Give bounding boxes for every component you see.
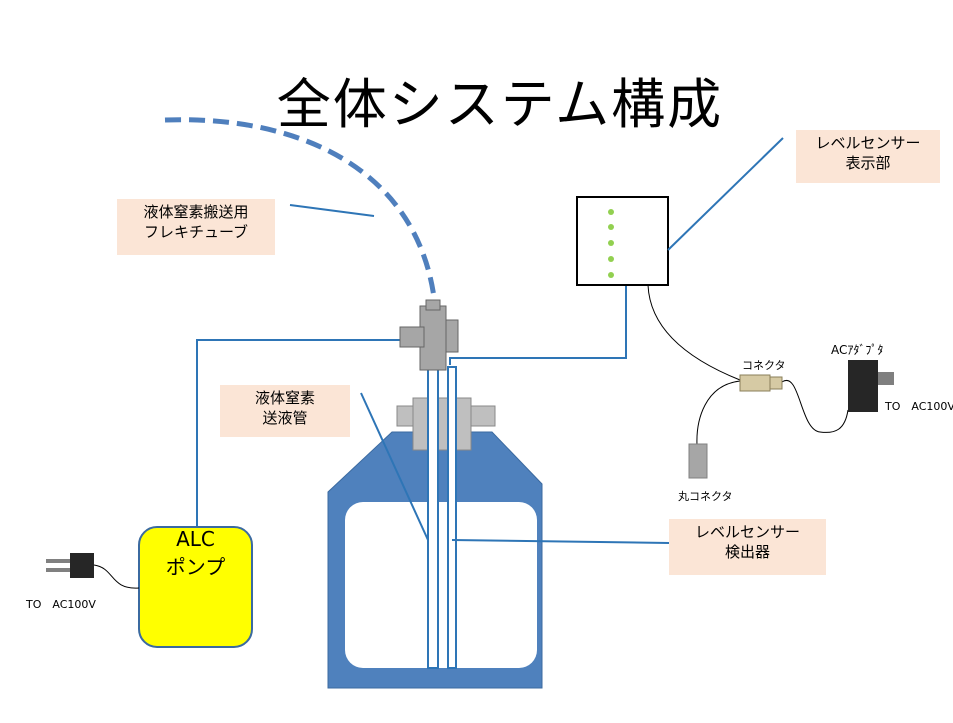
callout-level-display-line1: レベルセンサー — [815, 134, 921, 152]
leader-ln2-pipe — [360, 392, 429, 541]
sensor-line — [449, 285, 627, 365]
callout-level-display: レベルセンサー 表示部 — [796, 130, 940, 183]
alc-pump-body — [138, 526, 253, 648]
level-display-box — [576, 196, 669, 286]
callout-level-display-line2: 表示部 — [845, 154, 891, 172]
callout-flexible-tube-line2: フレキチューブ — [143, 223, 249, 241]
adapter-cable — [781, 379, 849, 433]
dewar-interior — [345, 502, 537, 668]
callout-ln2-pipe: 液体窒素 送液管 — [220, 385, 350, 437]
display-cable — [647, 284, 741, 381]
alc-pump-label-line2: ポンプ — [165, 555, 226, 579]
to-ac-right-label: TO AC100V — [885, 400, 953, 413]
level-sensor-probe — [447, 366, 457, 669]
alc-pump-label: ALC ポンプ — [139, 525, 252, 581]
to-ac-left-label: TO AC100V — [26, 598, 96, 611]
ln2-feed-pipe — [427, 361, 439, 669]
dewar-neck — [412, 397, 472, 451]
callout-ln2-pipe-line1: 液体窒素 — [254, 389, 315, 407]
callout-level-detector-line2: 検出器 — [724, 543, 770, 561]
callout-flexible-tube-line1: 液体窒素搬送用 — [143, 203, 249, 221]
connector-label: コネクタ — [742, 359, 786, 372]
callout-ln2-pipe-line2: 送液管 — [262, 409, 308, 427]
left-plug-body — [70, 553, 94, 578]
round-connector-label: 丸コネクタ — [678, 490, 733, 503]
round-connector-cable — [696, 380, 741, 446]
pump-line — [196, 339, 400, 527]
alc-pump-label-line1: ALC — [176, 527, 215, 551]
leader-level-display — [667, 137, 784, 251]
leader-level-detector — [451, 539, 670, 544]
round-connector — [688, 443, 708, 479]
callout-level-detector-line1: レベルセンサー — [694, 523, 800, 541]
connector-body — [739, 374, 771, 392]
diagram-title: 全体システム構成 — [276, 73, 724, 136]
left-plug-cable — [93, 564, 140, 589]
leader-flexible-tube — [289, 204, 375, 217]
ac-adapter-label: ACｱﾀﾞﾌﾟﾀ — [831, 343, 884, 357]
callout-flexible-tube: 液体窒素搬送用 フレキチューブ — [117, 199, 275, 255]
flexible-tube — [164, 117, 438, 306]
callout-level-detector: レベルセンサー 検出器 — [669, 519, 826, 575]
ac-adapter-body — [848, 360, 878, 412]
